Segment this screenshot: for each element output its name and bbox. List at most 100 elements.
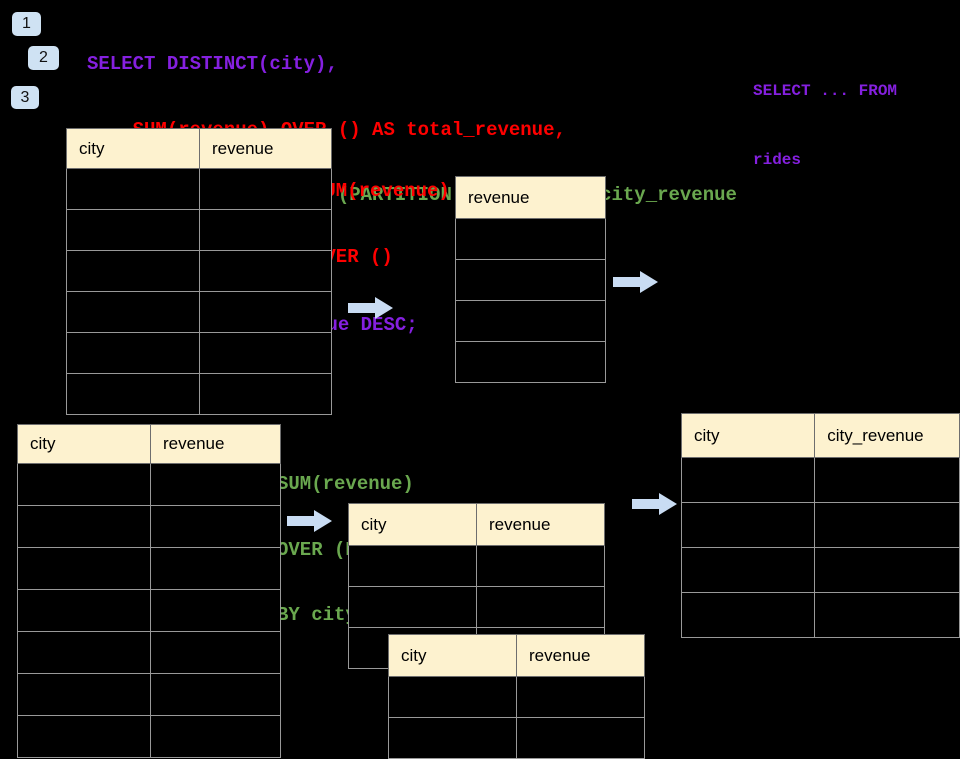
arrow-right-icon — [632, 493, 677, 515]
table-row — [66, 168, 332, 210]
step-badge-2: 2 — [28, 46, 59, 70]
table-header-cell: city — [388, 634, 517, 677]
table-row — [455, 259, 606, 301]
table-cell — [150, 463, 281, 506]
table-cell — [150, 715, 281, 758]
arrow-right-icon — [613, 271, 658, 293]
table-cell — [66, 209, 200, 251]
table-header-cell: revenue — [476, 503, 605, 546]
table-cell — [66, 373, 200, 415]
table-cell — [388, 676, 517, 718]
table-row — [17, 631, 281, 674]
annotation-line: OVER () — [313, 246, 393, 268]
table-row — [66, 332, 332, 374]
table-row — [66, 209, 332, 251]
table-row — [388, 676, 645, 718]
table-row — [17, 589, 281, 632]
table-cell — [455, 218, 606, 260]
step-badge-1: 1 — [12, 12, 41, 36]
annotation-line: SUM(revenue) — [313, 180, 450, 202]
query-note-line: SELECT ... FROM — [753, 82, 898, 100]
total-revenue-table: revenue — [455, 176, 606, 383]
annotation-line: SUM(revenue) — [277, 473, 414, 496]
table-cell — [388, 717, 517, 759]
table-cell — [455, 259, 606, 301]
table-row — [17, 505, 281, 548]
table-cell — [680, 547, 816, 593]
table-header-cell: city — [17, 424, 151, 464]
table-cell — [150, 673, 281, 716]
table-cell — [348, 586, 477, 628]
table-cell — [150, 631, 281, 674]
table-header-cell: revenue — [455, 176, 606, 219]
table-header-cell: city_revenue — [814, 413, 960, 458]
source-table-top: city revenue — [66, 128, 332, 415]
table-cell — [199, 250, 332, 292]
table-cell — [66, 168, 200, 210]
table-cell — [17, 673, 151, 716]
table-cell — [680, 592, 816, 638]
table-row — [680, 547, 960, 593]
table-cell — [348, 545, 477, 587]
table-row — [17, 673, 281, 716]
table-header-cell: revenue — [199, 128, 332, 169]
table-row — [17, 463, 281, 506]
table-cell — [680, 457, 816, 503]
table-row — [17, 547, 281, 590]
table-cell — [476, 586, 605, 628]
arrow-right-icon — [287, 510, 332, 532]
table-cell — [17, 631, 151, 674]
table-row — [455, 341, 606, 383]
table-row — [455, 300, 606, 342]
table-cell — [17, 463, 151, 506]
table-cell — [150, 547, 281, 590]
table-cell — [814, 592, 960, 638]
table-cell — [66, 250, 200, 292]
table-cell — [199, 291, 332, 333]
source-table-bottom: city revenue — [17, 424, 281, 758]
table-cell — [455, 341, 606, 383]
table-row — [66, 373, 332, 415]
table-cell — [476, 545, 605, 587]
table-header-cell: revenue — [516, 634, 645, 677]
table-row — [388, 717, 645, 759]
table-cell — [814, 547, 960, 593]
table-cell — [199, 332, 332, 374]
arrow-right-icon — [348, 297, 393, 319]
table-cell — [516, 676, 645, 718]
table-cell — [199, 373, 332, 415]
step-badge-3: 3 — [11, 86, 39, 109]
query-note: SELECT ... FROM rides — [753, 34, 897, 218]
table-cell — [199, 209, 332, 251]
query-note-line: rides — [753, 151, 802, 169]
table-row — [17, 715, 281, 758]
table-row — [455, 218, 606, 260]
sql-code-line: SELECT DISTINCT(city), — [87, 53, 338, 76]
table-row — [66, 291, 332, 333]
table-cell — [17, 715, 151, 758]
table-cell — [814, 502, 960, 548]
total-revenue-annotation: SUM(revenue) OVER () — [313, 136, 450, 312]
table-cell — [66, 291, 200, 333]
table-cell — [516, 717, 645, 759]
table-cell — [17, 589, 151, 632]
table-cell — [66, 332, 200, 374]
table-header-cell: city — [66, 128, 200, 169]
partition-table-overlap: city revenue — [388, 634, 645, 759]
table-row — [348, 545, 605, 587]
table-row — [680, 592, 960, 638]
table-cell — [814, 457, 960, 503]
table-header-cell: city — [348, 503, 477, 546]
table-cell — [455, 300, 606, 342]
table-cell — [17, 547, 151, 590]
table-cell — [150, 505, 281, 548]
table-row — [348, 586, 605, 628]
slide-canvas: 1 2 3 SELECT DISTINCT(city), SUM(revenue… — [11, 12, 960, 759]
table-row — [66, 250, 332, 292]
table-row — [680, 457, 960, 503]
table-header-cell: revenue — [150, 424, 281, 464]
table-cell — [17, 505, 151, 548]
table-cell — [150, 589, 281, 632]
final-result-table: city city_revenue — [680, 413, 960, 638]
table-header-cell: city — [680, 413, 816, 458]
